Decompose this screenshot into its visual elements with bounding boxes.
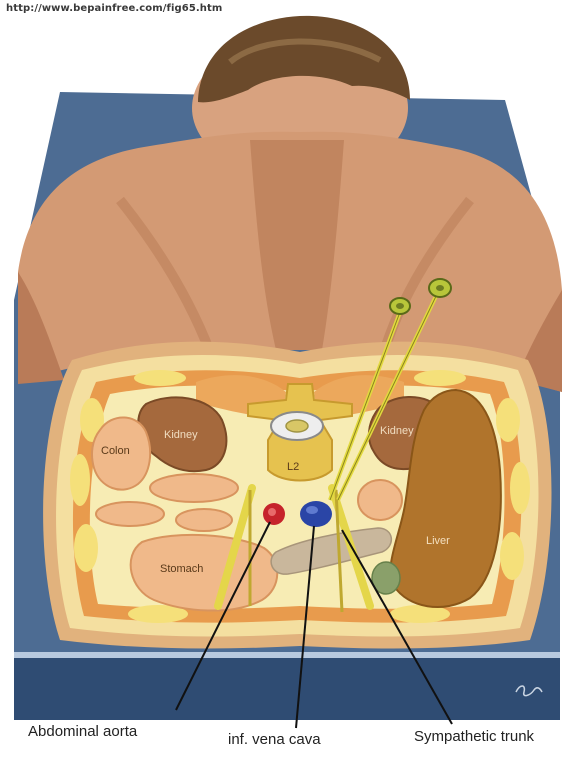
muscle-fascicle-right-1 — [496, 398, 520, 442]
aorta-highlight — [268, 508, 276, 516]
label-vertebra: L2 — [287, 461, 299, 473]
stomach — [131, 535, 278, 611]
bowel-loop-1 — [150, 474, 238, 502]
label-kidney-left: Kidney — [164, 429, 198, 441]
muscle-fascicle-left-2 — [70, 454, 90, 506]
callout-abdominal-aorta: Abdominal aorta — [28, 723, 137, 740]
muscle-fascicle-top-left — [134, 370, 186, 386]
source-url: http://www.bepainfree.com/fig65.htm — [6, 3, 222, 14]
needle-hub-1 — [390, 298, 410, 314]
muscle-fascicle-top-right — [414, 370, 466, 386]
bowel-loop-3 — [176, 509, 232, 531]
inferior-vena-cava — [300, 501, 332, 527]
needle-hub-2 — [429, 279, 451, 297]
table-edge-highlight — [14, 652, 560, 658]
bowel-loop-4 — [358, 480, 402, 520]
muscle-fascicle-right-2 — [510, 462, 530, 514]
ivc-highlight — [306, 506, 318, 514]
muscle-fascicle-right-3 — [500, 532, 524, 580]
table-edge — [14, 652, 560, 720]
label-kidney-right: Kidney — [380, 425, 414, 437]
label-liver: Liver — [426, 535, 450, 547]
spinal-cord — [286, 420, 308, 432]
muscle-fascicle-left-3 — [74, 524, 98, 572]
bowel-loop-2 — [96, 502, 164, 526]
label-colon: Colon — [101, 445, 130, 457]
callout-sympathetic-trunk: Sympathetic trunk — [414, 728, 534, 745]
callout-inferior-vena-cava: inf. vena cava — [228, 731, 321, 748]
label-stomach: Stomach — [160, 563, 203, 575]
